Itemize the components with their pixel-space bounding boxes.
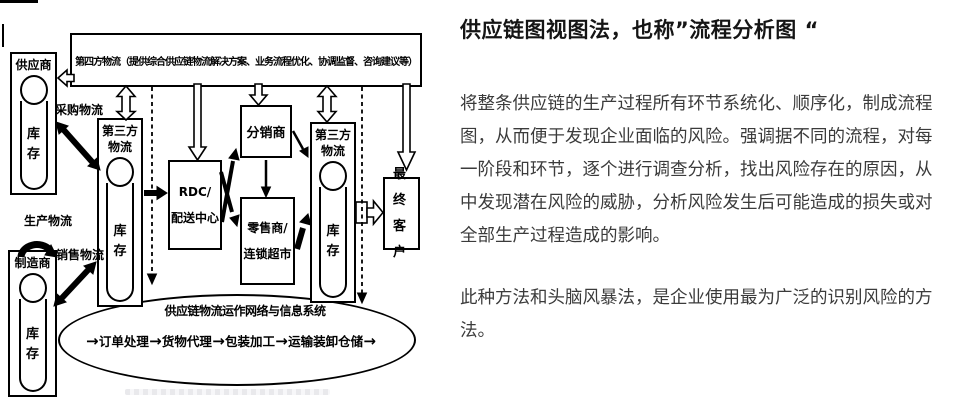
inventory-capsule: 库存: [18, 299, 47, 392]
rdc-to-distributor-line: [220, 160, 235, 223]
faint-watermark: [125, 389, 330, 395]
production-logistics-label: 生产物流: [24, 214, 73, 228]
rdc-to-retailer-head: [229, 214, 240, 228]
flow-arrow-icon: →: [212, 331, 225, 350]
inventory-capsule: 库存: [106, 183, 134, 302]
final-customer-box: 最终 客户: [383, 167, 420, 260]
distributor-label: 分销商: [246, 126, 286, 141]
procurement-logistics-label: 采购物流: [55, 103, 104, 117]
sales-logistics-label: 销售物流: [56, 248, 105, 262]
procurement-arrow-head: [55, 121, 69, 135]
hollow-down-arrow-to-final-customer: [396, 83, 417, 172]
inventory-capsule: 库存: [319, 187, 347, 298]
process-flow-row: → 订单处理 → 货物代理 → 包装加工 → 运输装卸仓储 →: [86, 331, 376, 350]
retailer-to-tpl-line: [294, 227, 306, 250]
dashed-info-line-left-head: [146, 273, 158, 286]
hollow-down-arrow-to-distributor: [248, 83, 269, 107]
sales-arrow-head: [83, 261, 97, 275]
retailer-line2: 连锁超市: [243, 247, 292, 261]
hollow-right-arrow-tail: [355, 201, 368, 224]
tpl-left-label: 第三方物流: [101, 124, 138, 154]
description-paragraph: 将整条供应链的生产过程所有环节系统化、顺序化，制成流程图，从而便于发现企业面临的…: [460, 94, 933, 246]
final-customer-line1: 最终: [392, 166, 410, 208]
rdc-to-distributor-head: [228, 147, 240, 161]
flow-arrow-icon: →: [363, 331, 376, 350]
tpl-right-label: 第三方物流: [314, 128, 351, 158]
inventory-label: 库存: [26, 126, 40, 162]
node-circle: [18, 273, 47, 303]
procurement-arrow-line: [59, 126, 97, 166]
process-step: 运输装卸仓储: [288, 334, 364, 349]
ellipse-title: 供应链物流运作网络与信息系统: [164, 304, 326, 318]
distributor-to-tpl-head: [299, 146, 309, 158]
hollow-updown-arrow-left: [114, 84, 138, 122]
fourth-party-logistics-banner: 第四方物流（提供综合供应链物流解决方案、业务流程优化、协调监督、咨询建议等）: [70, 33, 422, 87]
summary-paragraph: 此种方法和头脑风暴法，是企业使用最为广泛的识别风险的方法。: [460, 288, 933, 341]
third-party-logistics-right-box: 第三方物流 库存: [310, 122, 356, 303]
inventory-label: 库存: [113, 223, 127, 259]
flow-arrow-icon: →: [149, 331, 162, 350]
tpl-to-rdc-arrow-head: [156, 185, 168, 201]
retailer-line1: 零售商/: [247, 221, 288, 235]
inventory-label: 库存: [25, 326, 39, 362]
manufacturer-label: 制造商: [14, 256, 51, 270]
distributor-to-tpl-line: [291, 130, 305, 150]
rdc-box: RDC/ 配送中心: [168, 160, 222, 250]
rdc-line2: 配送中心: [170, 211, 219, 225]
flow-arrow-icon: →: [275, 331, 288, 350]
flow-arrow-icon: →: [86, 331, 99, 350]
process-step: 订单处理: [98, 334, 149, 349]
inventory-label: 库存: [326, 223, 340, 259]
dashed-info-line-right-head: [356, 292, 368, 305]
distributor-to-retailer-head: [260, 186, 272, 199]
rdc-line1: RDC/: [178, 185, 212, 199]
information-system-ellipse: [58, 294, 416, 386]
distributor-box: 分销商: [240, 105, 292, 158]
hollow-down-arrow-to-rdc: [187, 83, 208, 162]
hollow-right-arrow-to-final-customer: [366, 198, 385, 227]
final-customer-line2: 客户: [392, 218, 410, 260]
node-circle: [19, 75, 48, 105]
process-step: 包装加工: [225, 334, 276, 349]
third-party-logistics-left-box: 第三方物流 库存: [97, 118, 143, 307]
supplier-label: 供应商: [15, 58, 52, 72]
page-title: 供应链图视图法，也称”流程分析图 “: [460, 18, 819, 42]
supplier-box: 供应商 库存: [10, 52, 57, 195]
process-step: 货物代理: [161, 334, 212, 349]
scan-artifact-line: [0, 0, 38, 3]
node-circle: [319, 161, 347, 191]
node-circle: [106, 157, 134, 187]
scan-artifact-line: [2, 24, 4, 47]
inventory-capsule: 库存: [19, 101, 48, 190]
hollow-updown-arrow-right: [316, 84, 338, 124]
sales-arrow-line: [58, 266, 92, 302]
manufacturer-box: 制造商 库存: [8, 250, 57, 397]
retailer-box: 零售商/ 连锁超市: [240, 197, 295, 285]
rdc-to-retailer-line: [219, 171, 234, 213]
